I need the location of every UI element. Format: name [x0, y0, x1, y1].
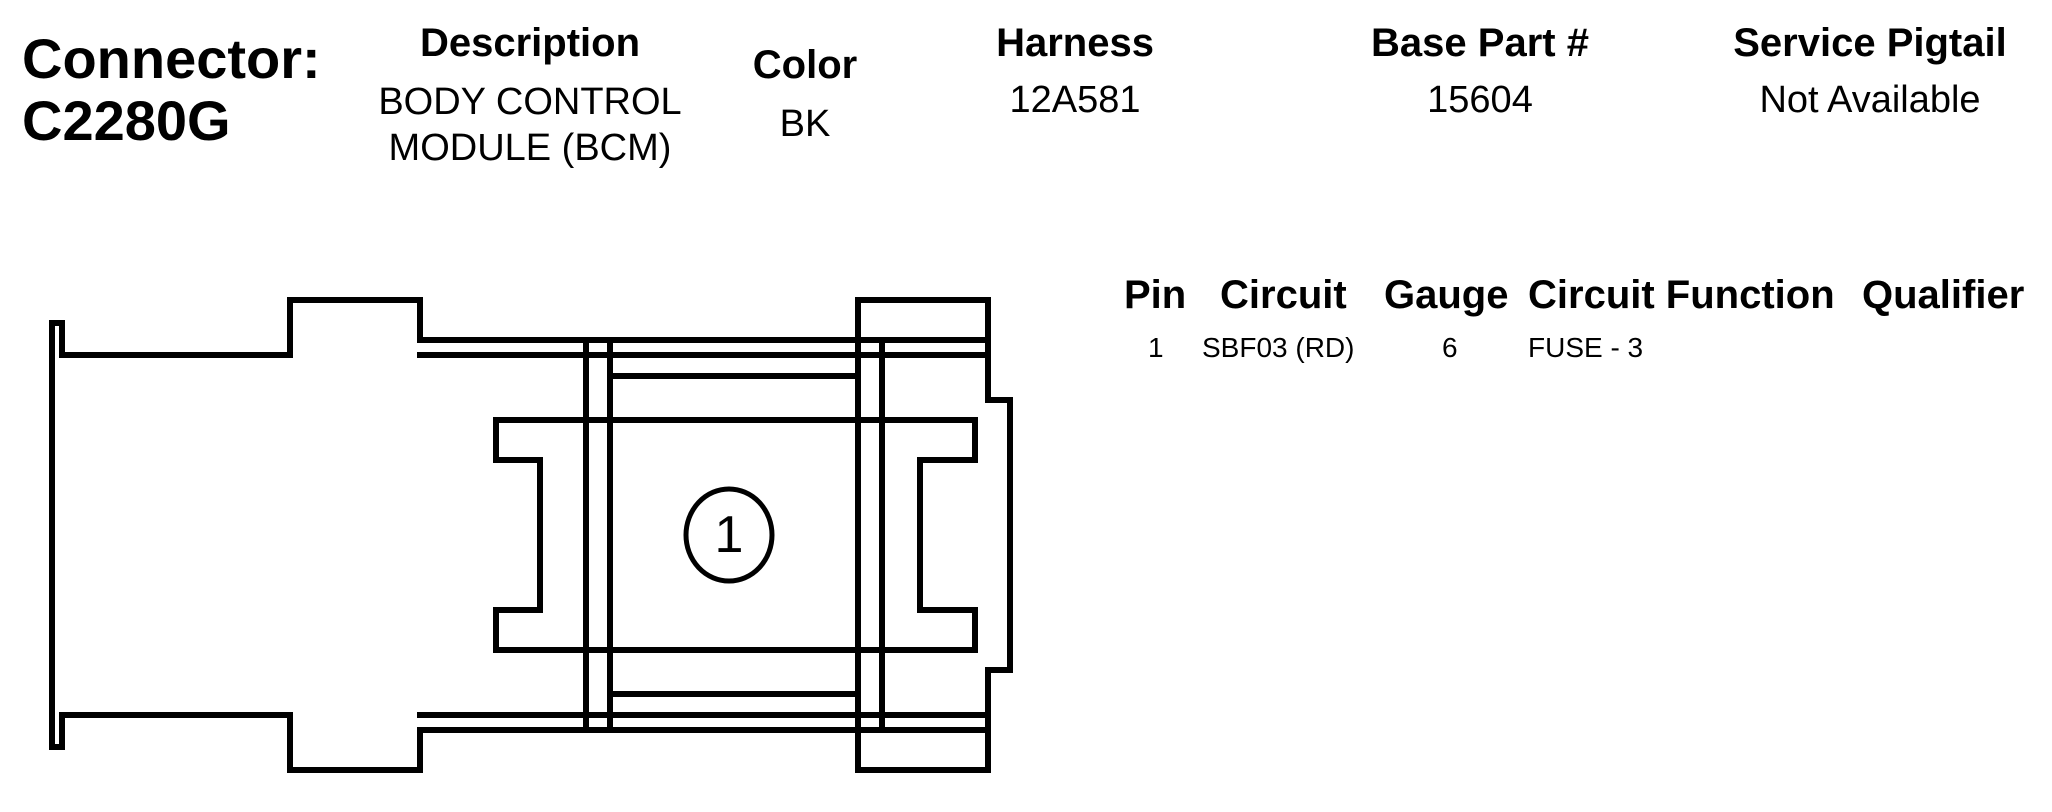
- gauge-header: Gauge: [1384, 273, 1509, 317]
- connector-body-outline: [59, 297, 1013, 773]
- table-row-circuit: SBF03 (RD): [1202, 332, 1355, 363]
- connector-right-rib: [855, 337, 885, 733]
- pin-1-label: 1: [715, 506, 744, 564]
- table-row-pin: 1: [1148, 332, 1164, 363]
- description-line-1: BODY CONTROL: [378, 81, 682, 123]
- pin-header: Pin: [1124, 273, 1187, 317]
- base-part-value: 15604: [1427, 79, 1533, 121]
- connector-id: C2280G: [22, 89, 231, 152]
- description-header: Description: [419, 21, 641, 65]
- connector-left-rib: [583, 337, 613, 733]
- connector-left-flange: [49, 320, 65, 750]
- base-part-header: Base Part #: [1371, 21, 1589, 65]
- harness-header: Harness: [996, 21, 1154, 65]
- circuit-header: Circuit: [1220, 273, 1347, 317]
- service-pigtail-value: Not Available: [1759, 79, 1981, 121]
- terminal-cavity: [493, 417, 978, 653]
- qualifier-header: Qualifier: [1862, 273, 2025, 317]
- table-row-gauge: 6: [1442, 332, 1458, 363]
- harness-value: 12A581: [1009, 79, 1141, 121]
- connector-label: Connector:: [22, 27, 321, 90]
- connector-face-diagram: 1: [49, 297, 1013, 773]
- circuit-function-header: Circuit Function: [1528, 273, 1835, 317]
- color-header: Color: [752, 43, 858, 87]
- connector-title: Connector: C2280G: [22, 28, 321, 152]
- color-value: BK: [779, 103, 831, 145]
- service-pigtail-header: Service Pigtail: [1733, 21, 2007, 65]
- table-row-circuit-function: FUSE - 3: [1528, 332, 1644, 363]
- description-line-2: MODULE (BCM): [388, 127, 672, 169]
- pin-1-marker: [683, 486, 775, 584]
